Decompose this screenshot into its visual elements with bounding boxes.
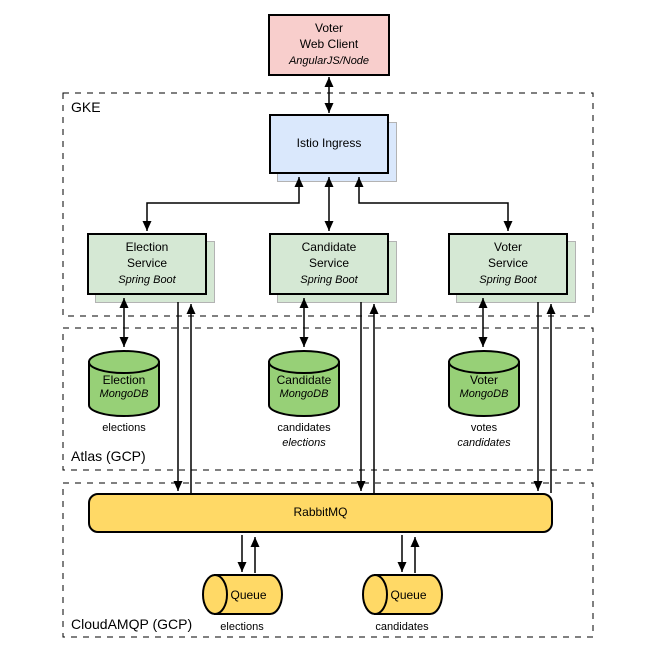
voter-collection-2: candidates: [457, 436, 511, 449]
edge-istio-election-service: [142, 177, 304, 231]
gke-zone-label: GKE: [71, 99, 101, 115]
queue-cylinder-icon: [202, 574, 283, 615]
candidate-service-line2: Service: [308, 255, 349, 270]
istio-ingress-node: Istio Ingress: [269, 114, 397, 182]
database-cylinder-icon: [448, 350, 520, 417]
candidate-service-tech: Spring Boot: [300, 274, 358, 287]
rabbitmq-node: RabbitMQ: [88, 493, 553, 533]
candidates-queue-node: Queue: [361, 573, 444, 616]
rabbitmq-label: RabbitMQ: [293, 505, 348, 520]
elections-queue-name: elections: [220, 621, 264, 633]
election-collection-1: elections: [102, 422, 146, 434]
elections-queue-caption: elections: [182, 620, 302, 635]
web-client-title-line1: Voter: [314, 21, 344, 36]
istio-ingress-label: Istio Ingress: [296, 136, 362, 151]
edge-istio-voter-service: [354, 177, 513, 231]
queue-cylinder-icon: [362, 574, 443, 615]
elections-queue-node: Queue: [201, 573, 284, 616]
candidates-queue-label: Queue: [390, 587, 427, 602]
election-db-name: Election: [102, 373, 146, 387]
candidate-collection-2: elections: [282, 436, 326, 449]
voter-service-line2: Service: [487, 255, 528, 270]
voter-db-tech: MongoDB: [459, 388, 509, 400]
election-db-tech: MongoDB: [99, 388, 149, 400]
elections-queue-label: Queue: [230, 587, 267, 602]
web-client-title-line2: Web Client: [299, 36, 359, 51]
candidate-db-name: Candidate: [276, 373, 332, 387]
election-mongodb-node: Election MongoDB: [87, 349, 161, 418]
voter-db-name: Voter: [469, 373, 499, 387]
election-service-line2: Service: [126, 255, 167, 270]
candidate-db-collections: candidates elections: [244, 421, 364, 451]
voter-collection-1: votes: [470, 422, 498, 434]
database-cylinder-icon: [88, 350, 160, 417]
web-client-tech: AngularJS/Node: [288, 55, 370, 68]
atlas-zone-label: Atlas (GCP): [71, 448, 146, 464]
voter-service-node: Voter Service Spring Boot: [448, 233, 576, 303]
election-db-collections: elections: [64, 421, 184, 436]
voter-db-collections: votes candidates: [424, 421, 544, 451]
voter-web-client-node: Voter Web Client AngularJS/Node: [268, 14, 390, 76]
voter-mongodb-node: Voter MongoDB: [447, 349, 521, 418]
candidate-db-tech: MongoDB: [279, 388, 329, 400]
election-service-node: Election Service Spring Boot: [87, 233, 215, 303]
voter-service-tech: Spring Boot: [479, 274, 537, 287]
cloudamqp-zone-label: CloudAMQP (GCP): [71, 616, 193, 632]
candidates-queue-name: candidates: [375, 621, 429, 633]
candidate-service-node: Candidate Service Spring Boot: [269, 233, 397, 303]
candidate-service-line1: Candidate: [301, 240, 357, 255]
candidate-collection-1: candidates: [277, 422, 331, 434]
candidate-mongodb-node: Candidate MongoDB: [267, 349, 341, 418]
election-service-tech: Spring Boot: [118, 274, 176, 287]
election-service-line1: Election: [125, 240, 169, 255]
voter-service-line1: Voter: [493, 240, 523, 255]
database-cylinder-icon: [268, 350, 340, 417]
candidates-queue-caption: candidates: [342, 620, 462, 635]
